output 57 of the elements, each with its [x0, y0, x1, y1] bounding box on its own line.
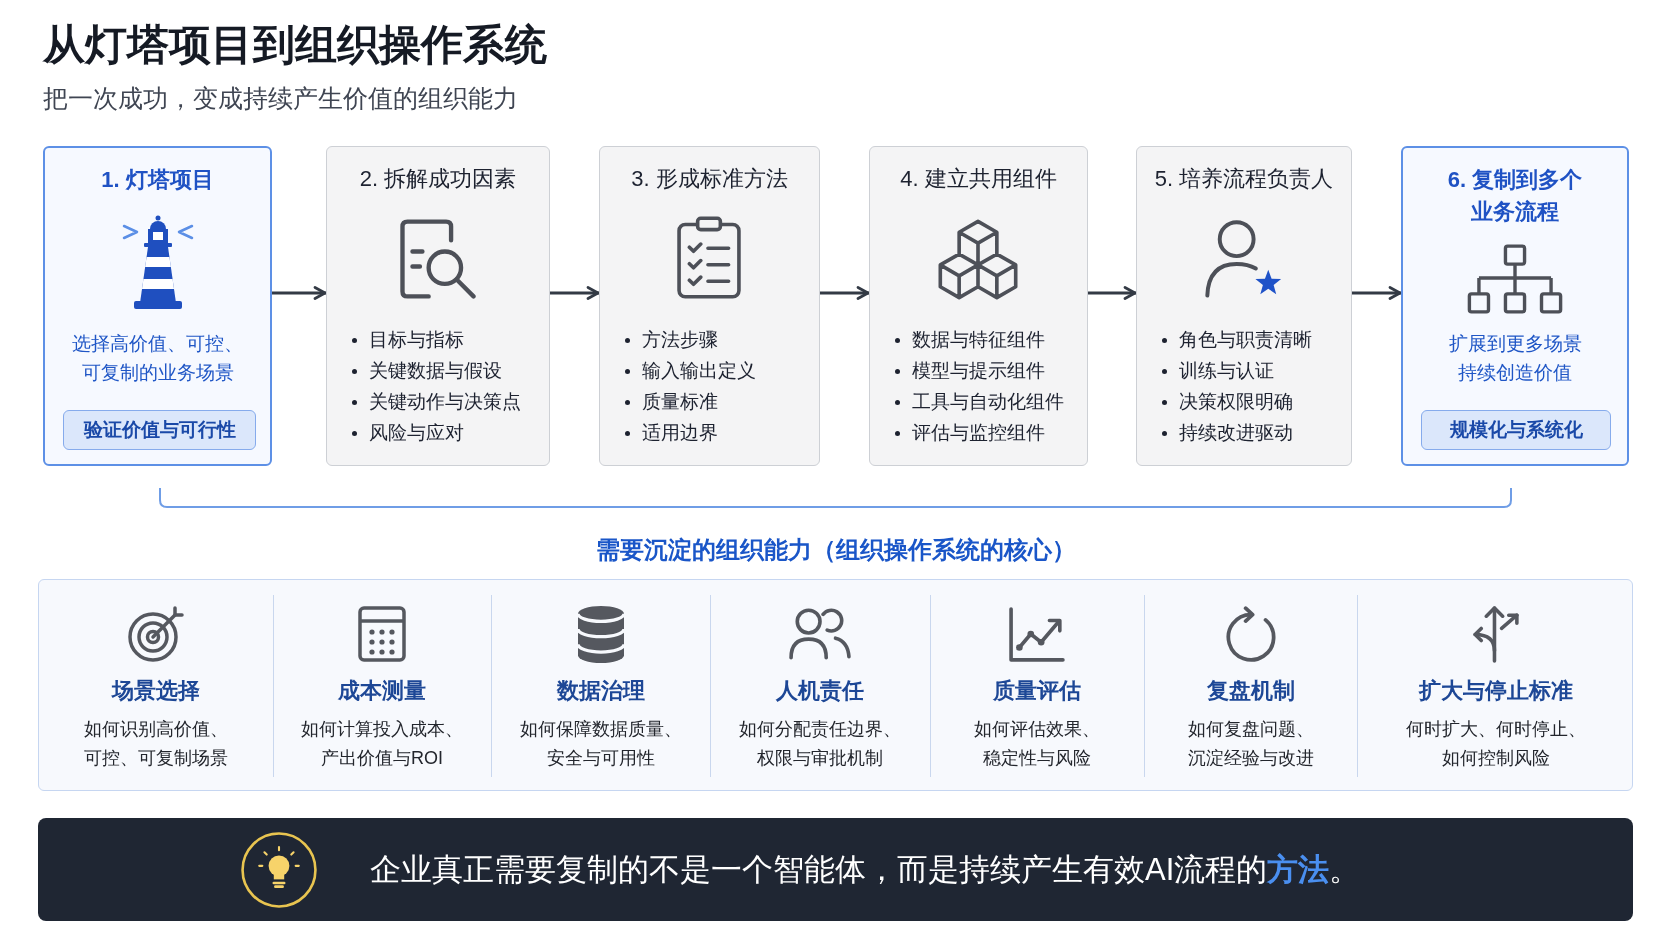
step-card [326, 146, 550, 466]
list-item: 方法步骤 [622, 324, 718, 355]
capability-description: 如何复盘问题、沉淀经验与改进 [1186, 718, 1315, 770]
capability-title: 质量评估 [993, 677, 1081, 705]
list-item: 工具与自动化组件 [892, 386, 1064, 417]
list-item: 训练与认证 [1159, 355, 1274, 386]
capability-title: 扩大与停止标准 [1418, 677, 1573, 705]
capability-title: 数据治理 [556, 677, 645, 705]
arrow [1086, 286, 1138, 300]
step-description: 持续创造价值 [1458, 361, 1572, 385]
list-item: 关键动作与决策点 [349, 386, 521, 417]
summary-banner [38, 818, 1633, 921]
step-title: 4. 建立共用组件 [900, 165, 1057, 193]
list-item: 持续改进驱动 [1159, 417, 1293, 448]
page-title: 从灯塔项目到组织操作系统 [43, 20, 547, 70]
capability-description: 如何评估效果、稳定性与风险 [973, 718, 1101, 770]
capability-title: 人机责任 [776, 677, 864, 705]
list-item: 风险与应对 [349, 417, 464, 448]
step-card [869, 146, 1088, 466]
step-card [599, 146, 820, 466]
capability-description: 如何分配责任边界、权限与审批机制 [738, 718, 902, 770]
step-title: 1. 灯塔项目 [101, 166, 214, 194]
result-tag: 验证价值与可行性 [63, 410, 256, 450]
step-card [43, 146, 272, 466]
capability-title: 成本测量 [338, 677, 426, 705]
step-card [1136, 146, 1352, 466]
list-item: 质量标准 [622, 386, 718, 417]
step-card [1401, 146, 1629, 466]
arrow [818, 286, 871, 300]
banner-text: 企业真正需要复制的不是一个智能体，而是持续产生有效AI流程的方法。 [370, 851, 1361, 889]
capability-description: 何时扩大、何时停止、如何控制风险 [1404, 718, 1587, 770]
list-item: 角色与职责清晰 [1159, 324, 1312, 355]
step-description: 扩展到更多场景 [1448, 332, 1582, 356]
list-item: 关键数据与假设 [349, 355, 502, 386]
list-item: 决策权限明确 [1159, 386, 1293, 417]
list-item: 模型与提示组件 [892, 355, 1045, 386]
arrow [1350, 286, 1403, 300]
section-heading: 需要沉淀的组织能力（组织操作系统的核心） [595, 535, 1076, 565]
list-item: 适用边界 [622, 417, 718, 448]
result-tag: 规模化与系统化 [1421, 410, 1611, 450]
step-title: 3. 形成标准方法 [631, 165, 788, 193]
capability-title: 场景选择 [112, 677, 200, 705]
step-title: 5. 培养流程负责人 [1154, 165, 1334, 193]
list-item: 输入输出定义 [622, 355, 756, 386]
capability-description: 如何计算投入成本、产出价值与ROI [300, 718, 464, 770]
arrow [270, 286, 328, 300]
list-item: 数据与特征组件 [892, 324, 1045, 355]
arrow [548, 286, 601, 300]
capability-title: 复盘机制 [1206, 677, 1295, 705]
capability-description: 如何识别高价值、可控、可复制场景 [83, 718, 229, 770]
step-title: 6. 复制到多个业务流程 [1446, 166, 1584, 226]
list-item: 目标与指标 [349, 324, 464, 355]
list-item: 评估与监控组件 [892, 417, 1045, 448]
capability-description: 如何保障数据质量、安全与可用性 [518, 718, 683, 770]
step-title: 2. 拆解成功因素 [359, 165, 517, 193]
subtitle: 把一次成功，变成持续产生价值的组织能力 [43, 83, 518, 114]
step-description: 选择高价值、可控、可复制的业务场景 [71, 332, 244, 385]
